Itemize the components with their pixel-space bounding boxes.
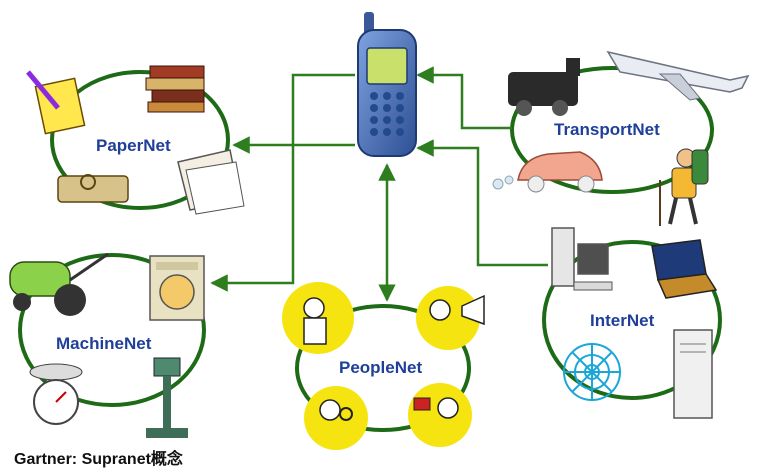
pencil-notepad-icon bbox=[26, 70, 86, 135]
jet-plane-icon bbox=[606, 50, 750, 101]
steam-train-icon bbox=[508, 58, 580, 116]
caption: Gartner: Supranet概念 bbox=[14, 451, 183, 468]
machinenet-label: MachineNet bbox=[56, 334, 152, 353]
megaphone-man-icon bbox=[416, 286, 485, 350]
internet-label: InterNet bbox=[590, 311, 655, 330]
peoplenet-ellipse bbox=[295, 304, 471, 432]
transportnet-ellipse bbox=[510, 66, 714, 194]
scale-icon bbox=[29, 363, 83, 425]
spider-web-icon bbox=[563, 343, 621, 401]
peoplenet-label: PeopleNet bbox=[339, 358, 423, 377]
arrow-to-transportnet bbox=[416, 66, 512, 130]
papers-icon bbox=[177, 149, 245, 215]
connector-arrows bbox=[210, 66, 548, 302]
internet-ellipse bbox=[542, 240, 722, 400]
books-stack-icon bbox=[145, 65, 205, 113]
drill-press-icon bbox=[146, 357, 188, 438]
mailbox-man-icon bbox=[408, 383, 472, 447]
transportnet-label: TransportNet bbox=[554, 120, 660, 139]
laptop-icon bbox=[651, 239, 718, 299]
tractor-icon bbox=[9, 252, 109, 316]
desktop-computer-icon bbox=[551, 227, 613, 291]
hiker-icon bbox=[659, 148, 709, 226]
arrow-to-machinenet bbox=[210, 143, 355, 292]
washing-machine-icon bbox=[149, 255, 205, 321]
car-icon bbox=[492, 151, 603, 193]
papernet-label: PaperNet bbox=[96, 136, 171, 155]
server-tower-icon bbox=[673, 329, 713, 419]
papernet-ellipse bbox=[50, 70, 230, 210]
arrow-to-internet bbox=[416, 139, 548, 267]
mobile-phone-icon bbox=[357, 12, 417, 157]
arrow-to-papernet bbox=[232, 73, 355, 154]
binder-icon bbox=[57, 174, 129, 203]
machinenet-ellipse bbox=[18, 253, 206, 407]
detective-icon bbox=[282, 282, 354, 354]
magnifier-man-icon bbox=[304, 386, 368, 450]
